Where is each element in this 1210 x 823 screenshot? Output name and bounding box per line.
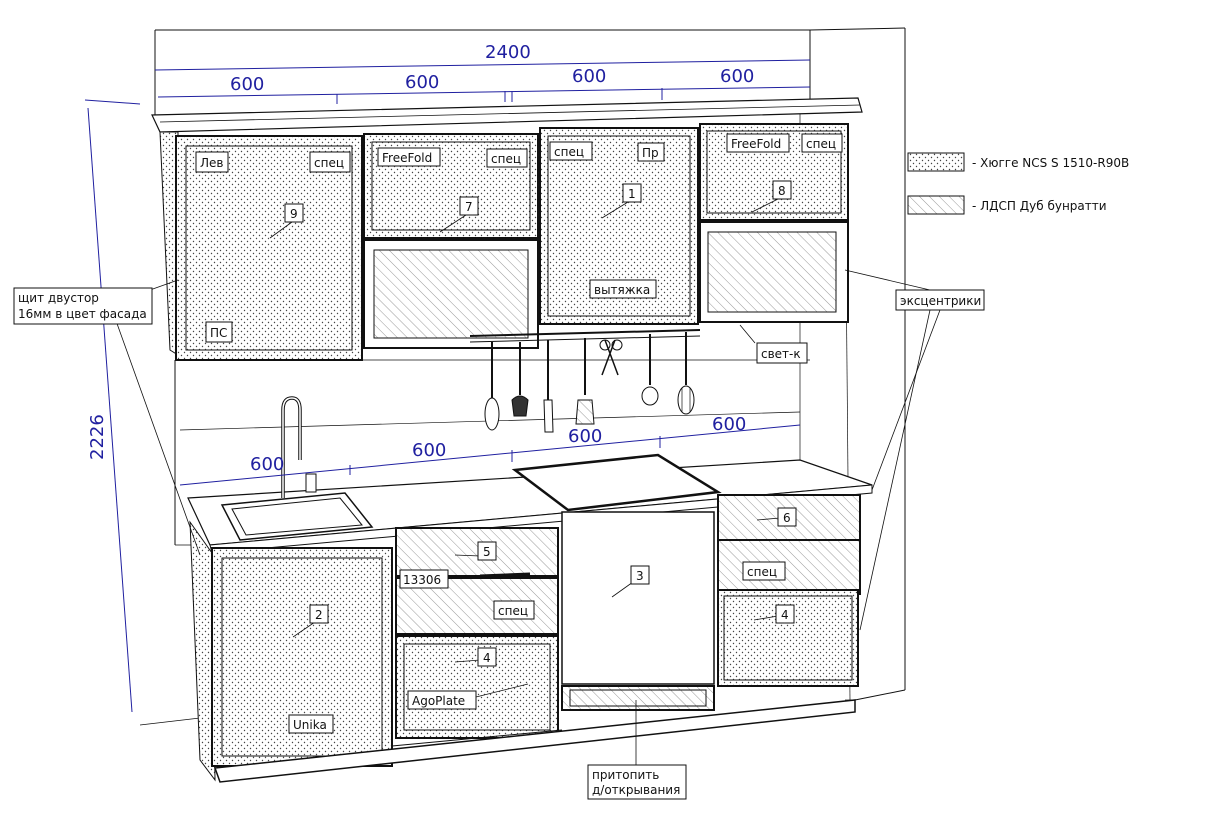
label-num-5: 5	[483, 545, 491, 559]
label-num-3: 3	[636, 569, 644, 583]
dim-upper-total: 2400	[485, 42, 531, 63]
lower-cabinet-3	[561, 511, 715, 711]
dim-lower-1: 600	[250, 454, 284, 475]
callout-shield-line2: 16мм в цвет фасада	[18, 307, 147, 321]
label-num-6: 6	[783, 511, 791, 525]
dim-upper-3: 600	[572, 66, 606, 87]
label-spec-7: спец	[491, 152, 521, 166]
utensil-rail	[469, 332, 701, 433]
legend-text-2: - ЛДСП Дуб бунратти	[972, 199, 1107, 213]
dim-lower-4: 600	[712, 414, 746, 435]
sink	[220, 492, 374, 541]
leader-lines	[114, 197, 941, 765]
dim-height: 2226	[87, 414, 108, 460]
label-hood: вытяжка	[594, 283, 650, 297]
dimensions	[84, 59, 811, 713]
upper-cabinet-8	[699, 123, 849, 323]
label-num-7: 7	[465, 200, 473, 214]
plinth	[213, 699, 856, 783]
dim-upper-1: 600	[230, 74, 264, 95]
cabinet-labels: Лев спец ПС 9 FreeFold спец 7 спец Пр 1 …	[195, 133, 843, 734]
label-spec-5: спец	[498, 604, 528, 618]
label-num-9: 9	[290, 207, 298, 221]
legend-swatch-hatch	[907, 195, 965, 215]
upper-cornice	[151, 97, 863, 133]
callouts: щит двустор 16мм в цвет фасада эксцентри…	[13, 287, 985, 800]
dim-upper-4: 600	[720, 66, 754, 87]
legend: - Хюгге NCS S 1510-R90B - ЛДСП Дуб бунра…	[907, 152, 1129, 215]
lower-left-side-panel	[189, 520, 216, 782]
dim-lower-3: 600	[568, 426, 602, 447]
callout-light: свет-к	[761, 347, 801, 361]
upper-cabinet-7	[363, 133, 539, 349]
cooktop	[511, 453, 722, 512]
label-spec-9: спец	[314, 156, 344, 170]
label-spec-6: спец	[747, 565, 777, 579]
label-num-4a: 4	[483, 651, 491, 665]
label-code: 13306	[403, 573, 441, 587]
callout-shield-line1: щит двустор	[18, 291, 99, 305]
lower-cabinet-4a	[395, 635, 559, 739]
label-agoplate: AgoPlate	[412, 694, 465, 708]
callout-eccentrics: эксцентрики	[900, 294, 981, 308]
callout-push-line2: д/открывания	[592, 783, 680, 797]
dim-lower-2: 600	[412, 440, 446, 461]
lower-cabinet-4b	[717, 589, 859, 687]
label-unika: Unika	[293, 718, 327, 732]
label-ps: ПС	[210, 326, 227, 340]
faucet	[281, 396, 317, 498]
label-freefold-8: FreeFold	[731, 137, 781, 151]
label-num-4b: 4	[781, 608, 789, 622]
legend-swatch-dots	[907, 152, 965, 172]
label-spec-8: спец	[806, 137, 836, 151]
label-num-1: 1	[628, 187, 636, 201]
label-num-2: 2	[315, 608, 323, 622]
label-freefold-7: FreeFold	[382, 151, 432, 165]
light-strip	[469, 329, 701, 337]
label-num-8: 8	[778, 184, 786, 198]
callout-push-line1: притопить	[592, 768, 659, 782]
label-pr-1: Пр	[642, 146, 659, 160]
label-spec-1: спец	[554, 145, 584, 159]
legend-text-1: - Хюгге NCS S 1510-R90B	[972, 156, 1129, 170]
dim-upper-2: 600	[405, 72, 439, 93]
lower-cabinet-6	[717, 494, 861, 595]
label-lev: Лев	[200, 156, 223, 170]
